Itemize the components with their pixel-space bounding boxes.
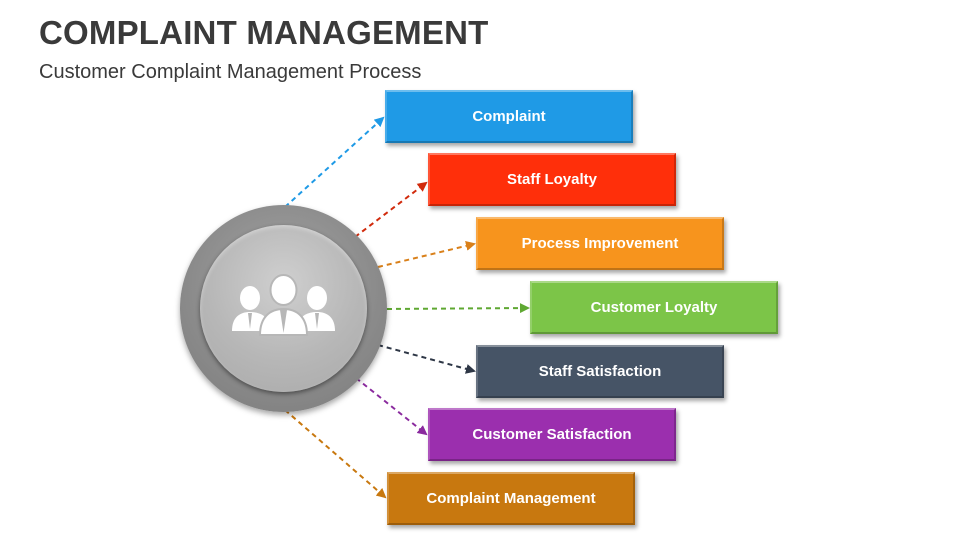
arrow-complaint-management: [284, 409, 387, 499]
hub-circle: [180, 205, 387, 412]
item-label: Complaint Management: [426, 490, 596, 507]
item-customer-satisfaction: Customer Satisfaction: [428, 408, 676, 461]
people-group-icon: [232, 274, 335, 336]
item-complaint: Complaint: [385, 90, 633, 143]
item-customer-loyalty: Customer Loyalty: [530, 281, 778, 334]
item-label: Staff Satisfaction: [538, 363, 662, 380]
arrow-staff-satisfaction: [377, 344, 476, 374]
item-process-improvement: Process Improvement: [476, 217, 724, 270]
arrow-process-improvement: [377, 241, 476, 268]
item-label: Complaint: [472, 108, 546, 125]
item-staff-satisfaction: Staff Satisfaction: [476, 345, 724, 398]
item-complaint-management: Complaint Management: [387, 472, 635, 525]
page-subtitle: Customer Complaint Management Process: [39, 61, 422, 83]
arrow-customer-satisfaction: [355, 377, 428, 436]
hub-inner-circle: [200, 225, 367, 392]
page-title: COMPLAINT MANAGEMENT: [39, 14, 489, 51]
arrow-staff-loyalty: [354, 181, 428, 238]
arrow-complaint: [284, 116, 385, 208]
item-staff-loyalty: Staff Loyalty: [428, 153, 676, 206]
item-label: Process Improvement: [521, 235, 679, 252]
item-label: Staff Loyalty: [506, 171, 597, 188]
item-label: Customer Loyalty: [590, 299, 718, 316]
arrow-customer-loyalty: [386, 303, 530, 314]
item-label: Customer Satisfaction: [472, 426, 632, 443]
